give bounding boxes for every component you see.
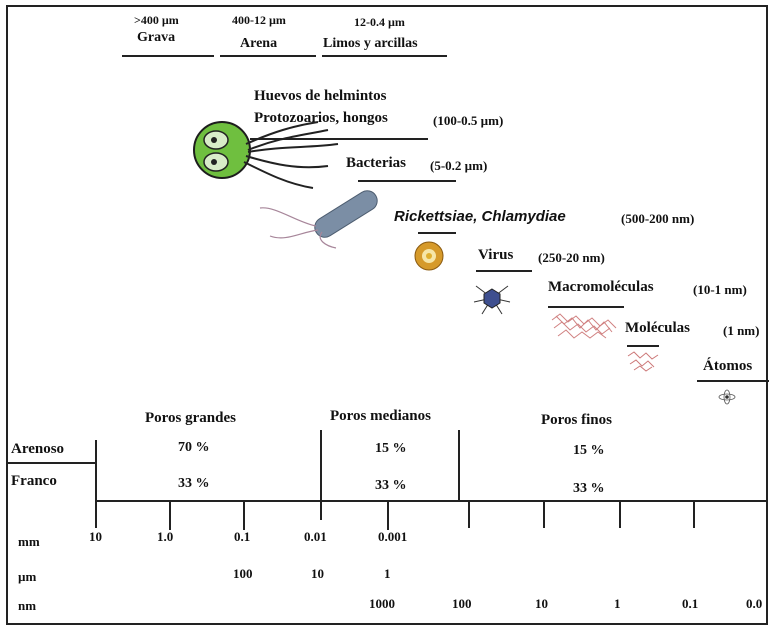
protozoarios-label: Protozoarios, hongos <box>254 110 388 126</box>
tick-0.0nm <box>766 500 768 528</box>
virus-bar <box>476 270 532 272</box>
poros-finos-header: Poros finos <box>541 412 612 428</box>
atom-icon <box>718 389 736 405</box>
limos-bar <box>322 55 447 57</box>
um-tick-10: 10 <box>311 566 324 581</box>
tick-100nm <box>468 500 470 528</box>
nm-tick-10: 10 <box>535 596 548 611</box>
franco-medianos: 33 % <box>375 478 407 493</box>
tick-10nm <box>543 500 545 528</box>
tick-0.1nm <box>693 500 695 528</box>
virus-icon <box>473 285 511 315</box>
arenoso-underline <box>8 462 96 464</box>
rickettsiae-label: Rickettsiae, Chlamydiae <box>394 208 566 225</box>
arenoso-label: Arenoso <box>11 441 65 457</box>
scale-axis <box>95 500 768 502</box>
franco-grandes: 33 % <box>178 476 210 491</box>
bacterias-bar <box>358 180 456 182</box>
protozoarios-bar <box>250 138 428 140</box>
poros-grandes-header: Poros grandes <box>145 410 236 426</box>
protozoarios-size: (100-0.5 µm) <box>433 113 504 128</box>
arenoso-medianos: 15 % <box>375 441 407 456</box>
nm-tick-0.0: 0.0 <box>746 596 763 611</box>
nm-tick-1: 1 <box>614 596 621 611</box>
grava-bar <box>122 55 214 57</box>
giardia-icon <box>193 121 339 189</box>
tick-1.0 <box>169 500 171 530</box>
bacterias-label: Bacterias <box>346 155 406 171</box>
moleculas-label: Moléculas <box>625 320 690 336</box>
arena-range: 400-12 µm <box>232 13 286 27</box>
atomos-bar <box>697 380 769 382</box>
grava-label: Grava <box>137 30 176 45</box>
nm-tick-1000: 1000 <box>369 596 395 611</box>
macromoleculas-size: (10-1 nm) <box>693 282 747 297</box>
moleculas-size: (1 nm) <box>723 323 760 338</box>
macromoleculas-bar <box>548 306 624 308</box>
arenoso-grandes: 70 % <box>178 440 210 455</box>
nm-tick-0.1: 0.1 <box>682 596 699 611</box>
atomos-label: Átomos <box>703 358 753 374</box>
bacterias-size: (5-0.2 µm) <box>430 158 488 173</box>
mm-tick-0.01: 0.01 <box>304 529 327 544</box>
molecule-icon <box>627 351 659 372</box>
um-tick-1: 1 <box>384 566 391 581</box>
macromolecule-icon <box>551 313 617 339</box>
arena-bar <box>220 55 316 57</box>
mm-tick-1.0: 1.0 <box>157 529 174 544</box>
rickettsia-icon <box>414 241 444 271</box>
virus-label: Virus <box>478 247 514 263</box>
franco-label: Franco <box>11 473 57 489</box>
bacterium-icon <box>259 190 378 249</box>
helmintos-label: Huevos de helmintos <box>254 88 387 104</box>
tick-1nm <box>619 500 621 528</box>
grava-range: >400 µm <box>134 13 179 27</box>
virus-size: (250-20 nm) <box>538 250 605 265</box>
arenoso-finos: 15 % <box>573 443 605 458</box>
rickettsiae-bar <box>418 232 456 234</box>
nm-tick-100: 100 <box>452 596 472 611</box>
um-unit: µm <box>18 569 37 584</box>
limos-label: Limos y arcillas <box>323 36 418 51</box>
macromoleculas-label: Macromoléculas <box>548 279 654 295</box>
um-tick-100: 100 <box>233 566 253 581</box>
mm-tick-10: 10 <box>89 529 102 544</box>
grandes-medianos-divider <box>320 430 322 520</box>
rickettsiae-size: (500-200 nm) <box>621 211 695 226</box>
tick-0.1 <box>243 500 245 530</box>
poros-medianos-header: Poros medianos <box>330 408 431 424</box>
scale-start-divider <box>95 440 97 528</box>
arena-label: Arena <box>240 36 278 51</box>
mm-tick-0.001: 0.001 <box>378 529 408 544</box>
medianos-finos-divider <box>458 430 460 502</box>
nm-unit: nm <box>18 598 37 613</box>
franco-finos: 33 % <box>573 481 605 496</box>
moleculas-bar <box>627 345 659 347</box>
tick-0.001 <box>387 500 389 530</box>
mm-unit: mm <box>18 534 40 549</box>
mm-tick-0.1: 0.1 <box>234 529 251 544</box>
limos-range: 12-0.4 µm <box>354 15 405 29</box>
